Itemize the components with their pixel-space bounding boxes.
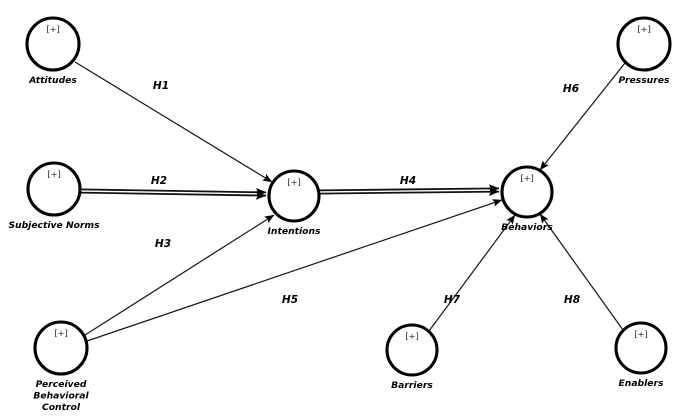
node-label-pressures: Pressures (619, 75, 670, 86)
plus-marker-icon: [+] (634, 330, 647, 340)
edge-label-h2: H2 (151, 175, 167, 187)
edge-label-h3: H3 (155, 238, 171, 250)
plus-marker-icon: [+] (637, 25, 650, 35)
node-subjective-norms[interactable]: [+] Subjective Norms (8, 161, 100, 231)
edge-h2-stroke (79, 187, 267, 197)
edge-h3 (84, 214, 275, 336)
node-circle-subjective-norms[interactable] (26, 161, 82, 217)
edge-h1 (74, 61, 273, 183)
node-circle-pressures[interactable] (616, 16, 672, 72)
edge-label-h8: H8 (564, 294, 580, 306)
node-label-enablers: Enablers (619, 378, 665, 389)
node-barriers[interactable]: [+] Barriers (385, 323, 439, 391)
edge-label-h4: H4 (400, 175, 416, 187)
edge-label-h5: H5 (282, 294, 298, 306)
node-circle-perceived-behavioral-control[interactable] (33, 320, 89, 376)
plus-marker-icon: [+] (46, 25, 59, 35)
node-circle-barriers[interactable] (385, 323, 439, 377)
plus-marker-icon: [+] (54, 329, 67, 339)
edges-layer (74, 61, 626, 342)
plus-marker-icon: [+] (520, 174, 533, 184)
edge-label-h1: H1 (153, 80, 169, 92)
node-label-attitudes: Attitudes (28, 75, 77, 86)
edge-h5 (86, 199, 503, 342)
node-circle-behaviors[interactable] (500, 165, 554, 219)
node-intentions[interactable]: [+] Intentions (267, 169, 322, 237)
node-circle-enablers[interactable] (614, 321, 668, 375)
node-circle-attitudes[interactable] (25, 16, 81, 72)
node-label-intentions: Intentions (268, 226, 322, 237)
edge-label-h7: H7 (444, 294, 461, 306)
edge-h8 (539, 213, 624, 331)
nodes-layer: [+] Attitudes [+] Subjective Norms [+] Percei… (8, 16, 672, 413)
node-label-subjective-norms: Subjective Norms (8, 220, 100, 231)
node-label-behaviors: Behaviors (501, 222, 553, 233)
edge-h2-stroke (79, 191, 267, 200)
edge-h6 (539, 62, 626, 171)
plus-marker-icon: [+] (405, 332, 418, 342)
node-label-perceived-behavioral-control: Behavioral (33, 391, 89, 402)
node-attitudes[interactable]: [+] Attitudes (25, 16, 81, 86)
edge-h7 (428, 214, 516, 332)
node-label-perceived-behavioral-control: Control (42, 402, 81, 413)
edge-label-h6: H6 (563, 83, 579, 95)
node-enablers[interactable]: [+] Enablers (614, 321, 668, 389)
node-label-perceived-behavioral-control: Perceived (36, 379, 87, 390)
plus-marker-icon: [+] (287, 178, 300, 188)
node-circle-intentions[interactable] (267, 169, 321, 223)
node-label-barriers: Barriers (391, 380, 433, 391)
node-behaviors[interactable]: [+] Behaviors (500, 165, 554, 233)
edge-h4-stroke (318, 187, 500, 197)
plus-marker-icon: [+] (47, 170, 60, 180)
edge-h4-stroke (318, 184, 500, 193)
node-pressures[interactable]: [+] Pressures (616, 16, 672, 86)
